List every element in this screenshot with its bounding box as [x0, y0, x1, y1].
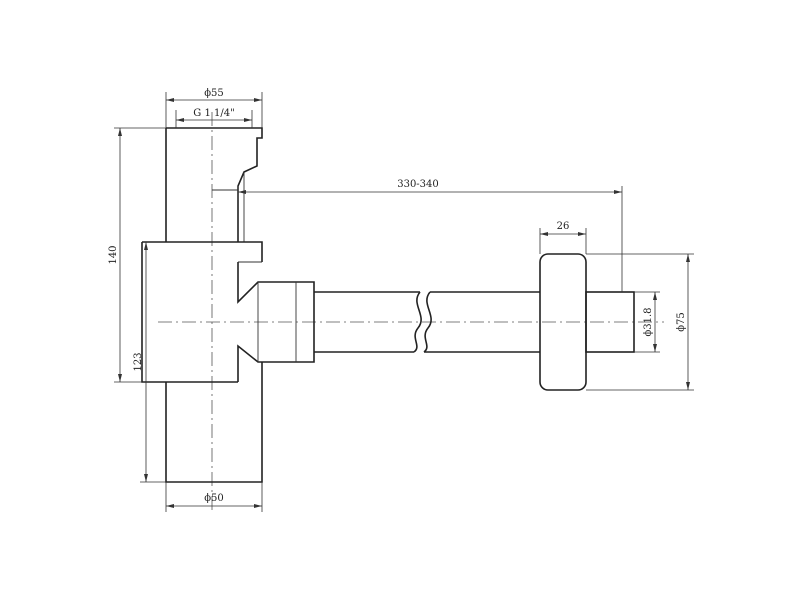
pipe-break-left	[413, 291, 422, 353]
top-diameter-label: ϕ55	[204, 88, 224, 99]
dimension-flange-diameter: ϕ75	[586, 253, 694, 391]
dimension-thread: G 1 1/4"	[175, 108, 253, 128]
lower-height-label: 123	[133, 352, 144, 371]
wall-flange	[539, 253, 635, 391]
dimension-total-height: 140	[108, 127, 166, 383]
pipe-break-right	[423, 291, 432, 353]
pipe-diameter-label: ϕ31.8	[643, 307, 654, 336]
total-height-label: 140	[108, 245, 119, 264]
dimension-pipe-length: 330-340	[237, 179, 623, 292]
wall-pipe-stub	[585, 291, 635, 353]
upper-inlet-column	[165, 127, 263, 242]
horizontal-pipe	[314, 291, 540, 353]
flange-thickness-label: 26	[557, 221, 570, 232]
trap-body	[141, 127, 315, 483]
center-lines	[158, 112, 664, 512]
dimension-flange-thickness: 26	[539, 221, 587, 254]
flange-diameter-label: ϕ75	[676, 312, 687, 332]
lower-outlet-column	[165, 362, 263, 483]
dimension-bottom-diameter: ϕ50	[165, 482, 263, 512]
dimension-top-diameter: ϕ55	[165, 88, 263, 128]
dimension-pipe-diameter: ϕ31.8	[634, 291, 660, 353]
bottle-section	[141, 241, 263, 383]
bottom-diameter-label: ϕ50	[204, 493, 224, 504]
dimension-lower-height: 123	[133, 242, 166, 483]
thread-label: G 1 1/4"	[193, 108, 234, 119]
outlet-connection	[237, 262, 315, 382]
pipe-length-label: 330-340	[397, 179, 439, 190]
